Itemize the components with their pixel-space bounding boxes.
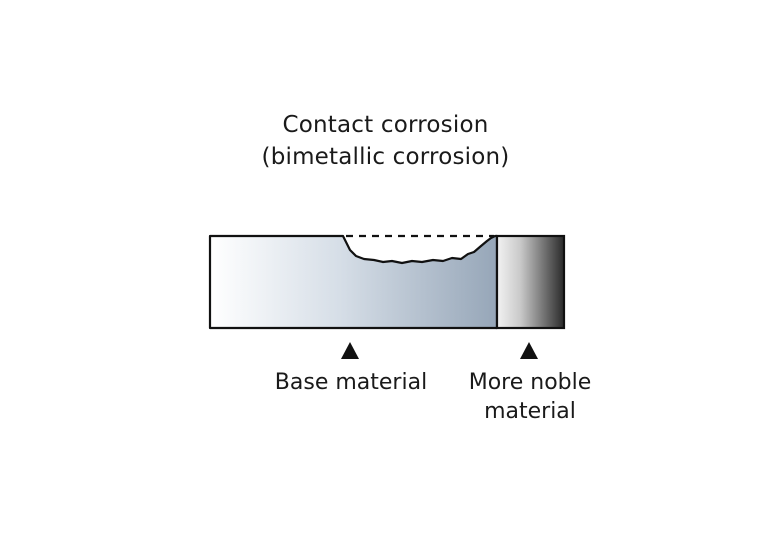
more-noble-label-line1: More noble	[468, 370, 592, 395]
noble-material-block	[495, 234, 566, 330]
base-material-label: Base material	[274, 370, 428, 395]
noble-material-marker-icon	[520, 342, 538, 359]
diagram-title-line1: Contact corrosion	[282, 112, 489, 138]
more-noble-label-line2: material	[484, 399, 576, 424]
base-material-block	[208, 234, 499, 330]
base-material-marker-icon	[341, 342, 359, 359]
more-noble-material-label: More noble material	[445, 368, 615, 426]
diagram-title-line2: (bimetallic corrosion)	[261, 144, 510, 170]
